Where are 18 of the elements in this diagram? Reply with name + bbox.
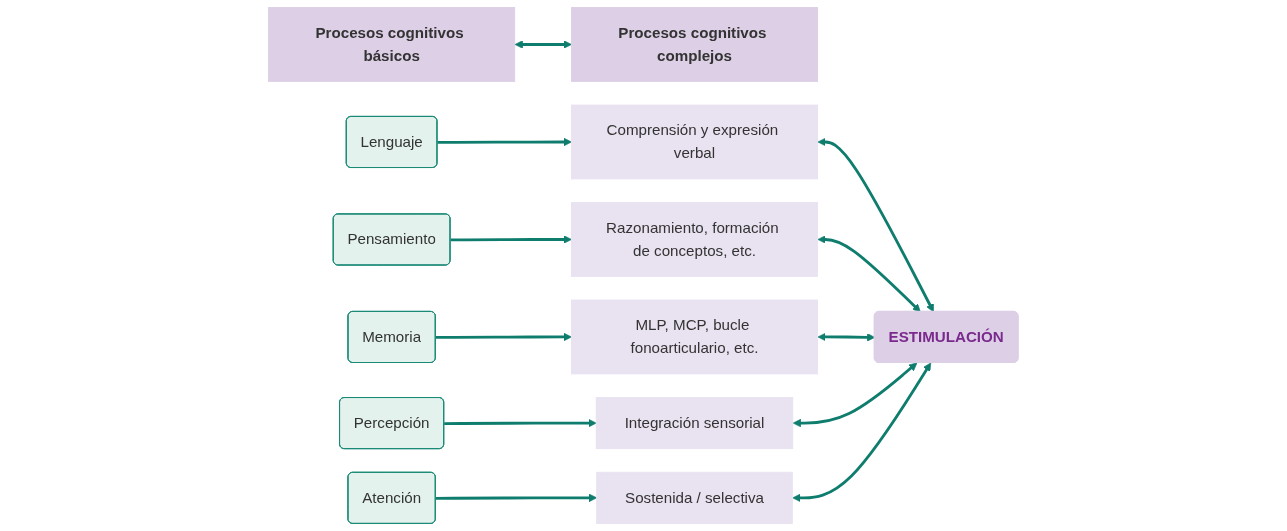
arrow [817,332,876,342]
arrow [817,235,921,313]
node-box: Procesos cognitivos básicos [268,7,516,82]
node-box: Comprensión y expresión verbal [571,104,819,180]
node-box: Razonamiento, formación de conceptos, etc. [571,202,819,277]
node-box: Integración sensorial [595,397,794,450]
arrow [792,362,918,428]
node-box: MLP, MCP, bucle fonoarticulario, etc. [571,299,819,375]
arrow [817,137,935,313]
arrow [435,332,573,342]
arrow [792,362,932,502]
node-box: Procesos cognitivos complejos [571,7,819,82]
arrow [450,235,573,244]
arrow [514,40,573,49]
arrow [444,418,597,428]
arrow [435,493,598,502]
node-box: Sostenida / selectiva [596,471,794,524]
arrow [437,137,573,147]
